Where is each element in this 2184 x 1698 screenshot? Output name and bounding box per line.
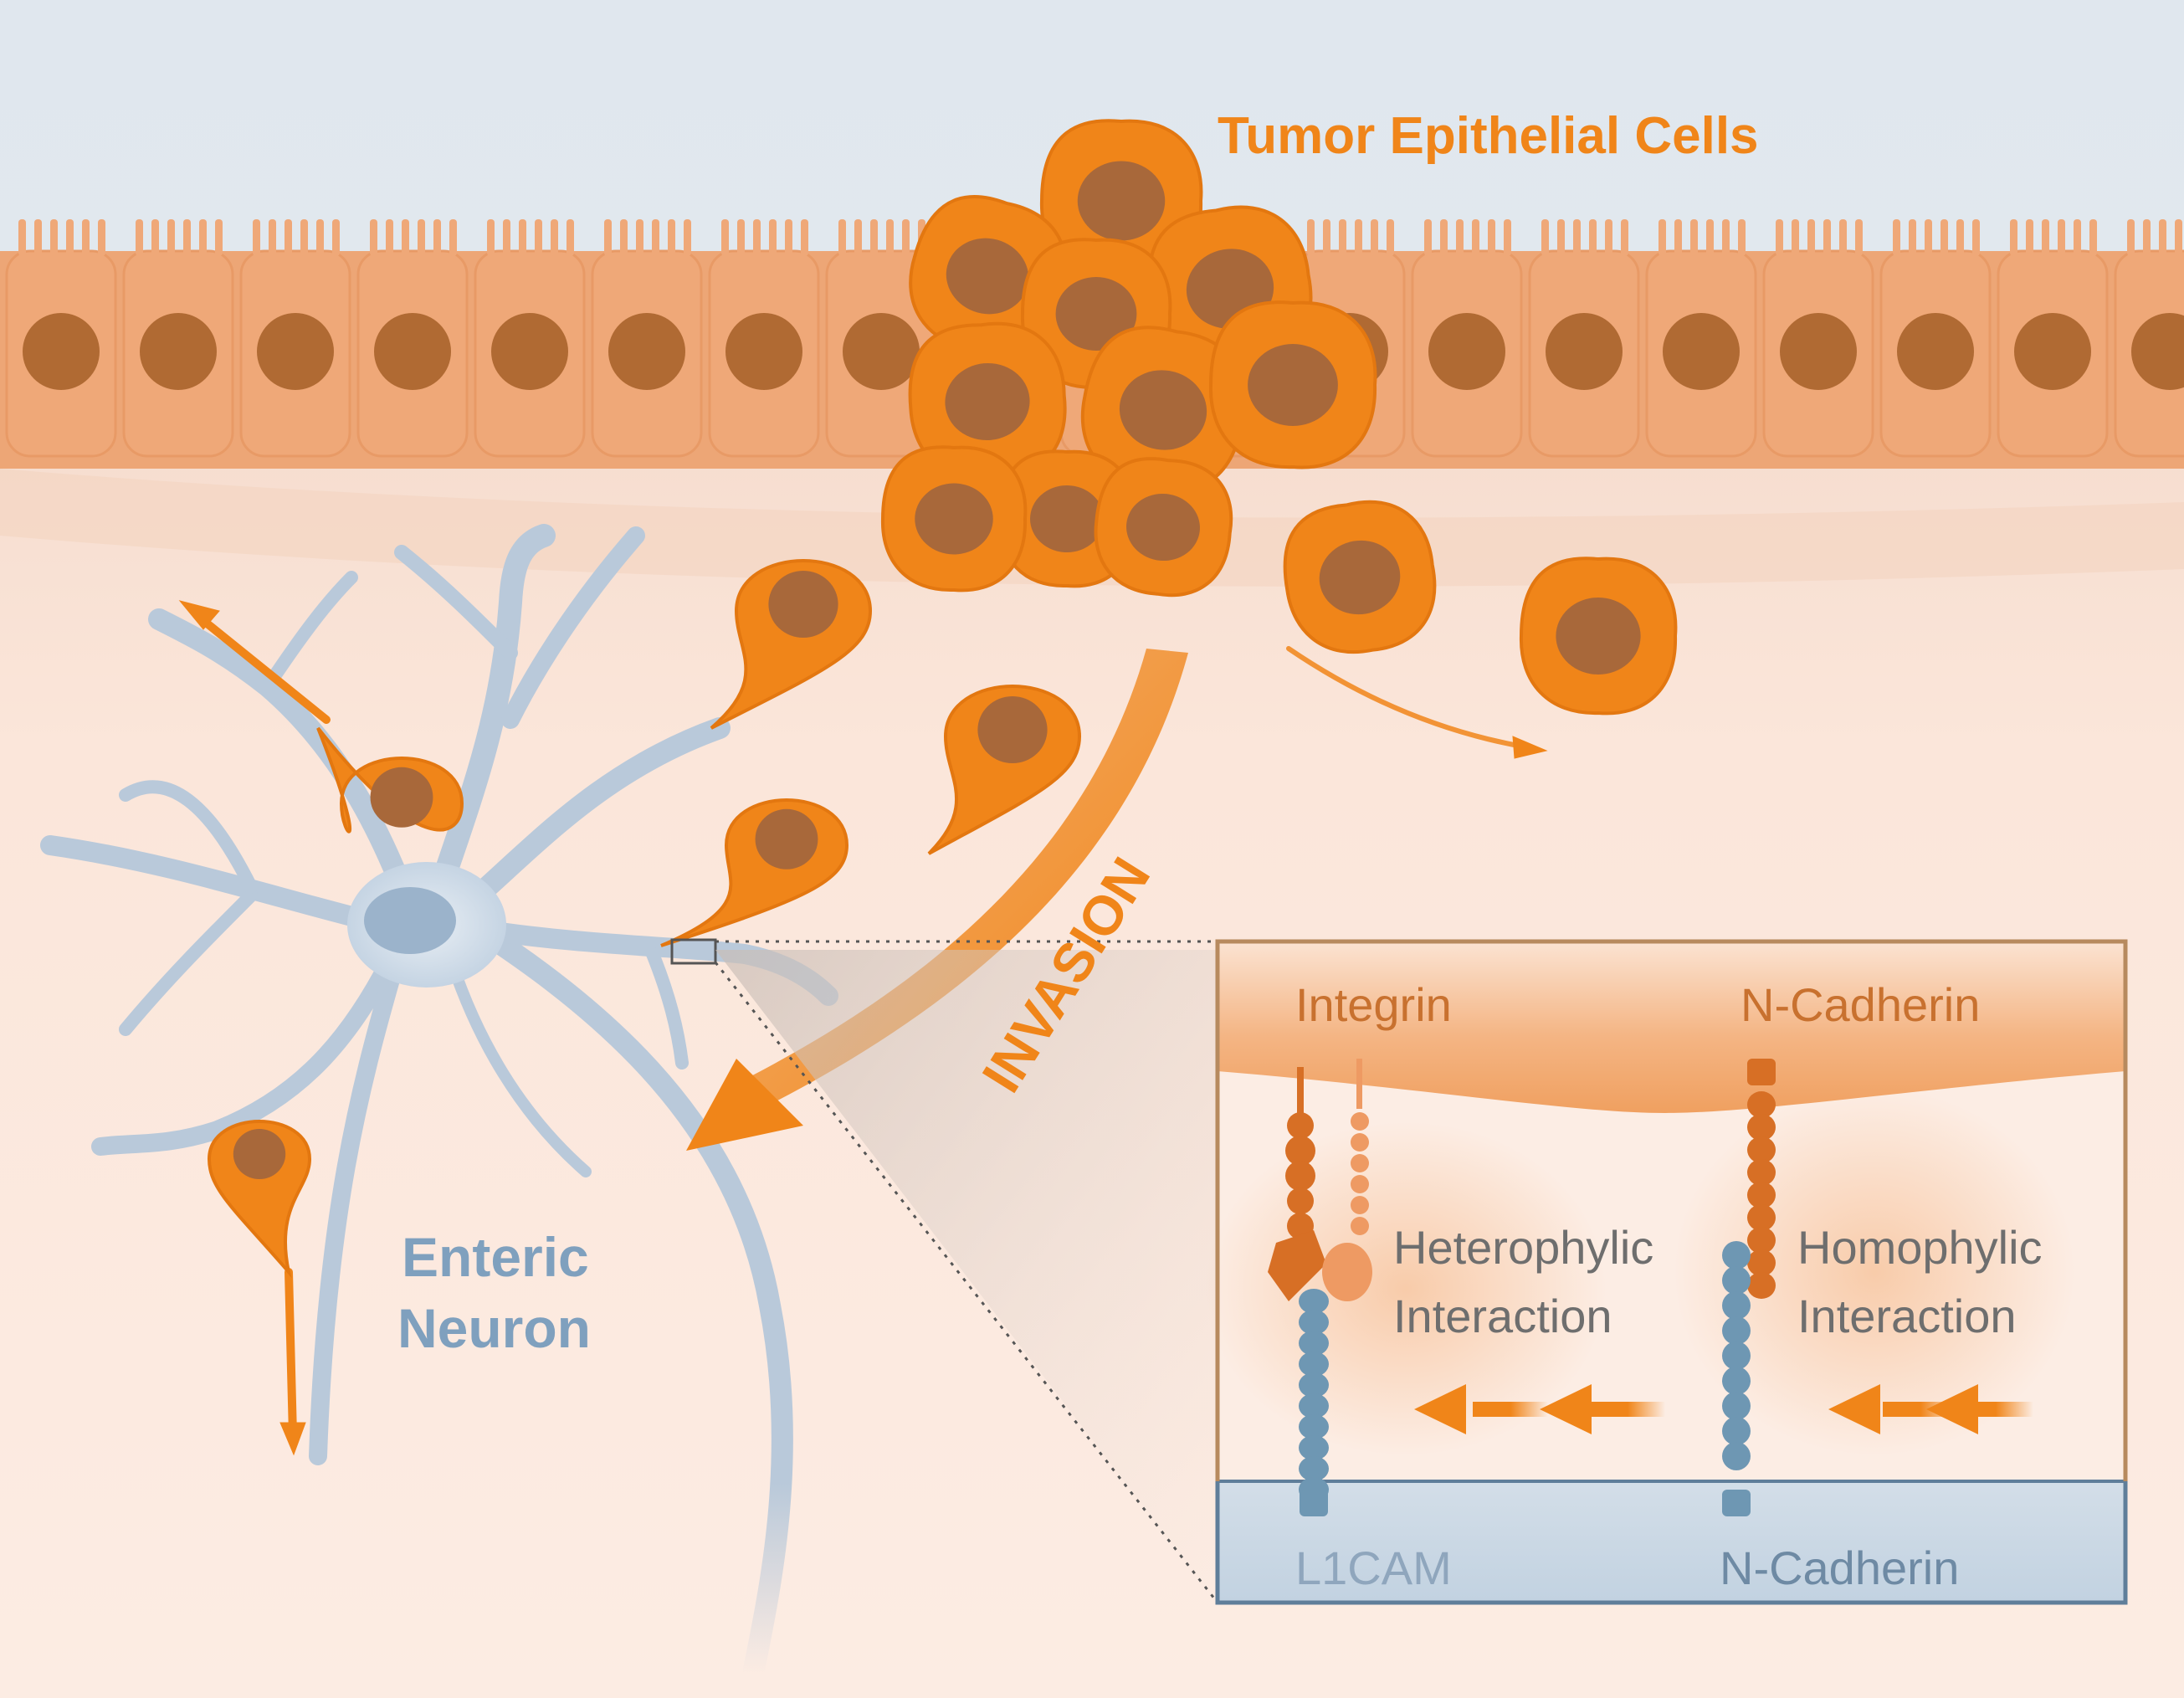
epithelial-cell — [1762, 219, 1874, 458]
tumor-cell — [1208, 300, 1377, 469]
n-cadherin-bottom-label: N-Cadherin — [1720, 1542, 1959, 1594]
zoom-projection — [715, 950, 1218, 1603]
tumor-cell — [207, 1120, 312, 1279]
homophylic-line1: Homophylic — [1797, 1221, 2043, 1274]
integrin-receptor — [1268, 1067, 1326, 1301]
tumor-cell — [1283, 500, 1437, 654]
neuron-label-line1: Enteric — [402, 1226, 589, 1288]
enteric-neuron — [40, 524, 838, 1685]
migrating-tumor-cells — [207, 500, 1678, 1279]
l1cam-receptor — [1299, 1289, 1329, 1516]
epithelial-cell — [708, 219, 820, 458]
inset-panel — [1205, 939, 2128, 1605]
tumor-cell — [1094, 457, 1233, 598]
tumor-cell — [908, 321, 1067, 481]
integrin-receptor-b — [1322, 1059, 1372, 1301]
epithelial-cell — [239, 219, 351, 458]
n-cadherin-neuron — [1722, 1241, 1751, 1516]
n-cadherin-top-label: N-Cadherin — [1741, 978, 1980, 1031]
epithelial-cell — [1997, 219, 2109, 458]
tumor-cell — [710, 559, 873, 730]
neuron-nucleus — [364, 887, 456, 954]
tumor-cell-cluster — [880, 119, 1377, 598]
neuron-label-line2: Neuron — [397, 1297, 591, 1359]
heterophylic-line1: Heterophylic — [1393, 1221, 1653, 1274]
tumor-cell — [880, 445, 1028, 593]
tumor-cell — [1080, 326, 1247, 494]
epithelial-cell — [5, 219, 117, 458]
integrin-label: Integrin — [1295, 978, 1452, 1031]
invasion-arrow — [686, 649, 1188, 1151]
tumor-cell — [660, 798, 849, 947]
epithelial-cell — [122, 219, 234, 458]
tumor-cell — [1519, 557, 1678, 716]
epithelial-cell — [1645, 219, 1757, 458]
zoom-marker — [670, 938, 717, 965]
tumor-cell — [927, 685, 1082, 855]
homophylic-line2: Interaction — [1797, 1290, 2017, 1342]
heterophylic-line2: Interaction — [1393, 1290, 1612, 1342]
epithelial-cell — [1879, 219, 1992, 458]
tumor-cells-label: Tumor Epithelial Cells — [1218, 107, 1759, 165]
epithelial-cell — [1411, 219, 1523, 458]
inset-arrows — [1414, 1384, 2033, 1434]
l1cam-label: L1CAM — [1295, 1542, 1452, 1594]
tumor-cell — [316, 726, 464, 834]
epithelial-cell — [591, 219, 703, 458]
epithelial-cell — [356, 219, 469, 458]
epithelial-cell — [825, 219, 937, 458]
epithelial-cell — [1528, 219, 1640, 458]
epithelial-cell — [474, 219, 586, 458]
epithelial-cell — [2114, 219, 2184, 458]
n-cadherin-tumor — [1747, 1059, 1776, 1299]
migration-arrows — [178, 600, 1548, 1456]
